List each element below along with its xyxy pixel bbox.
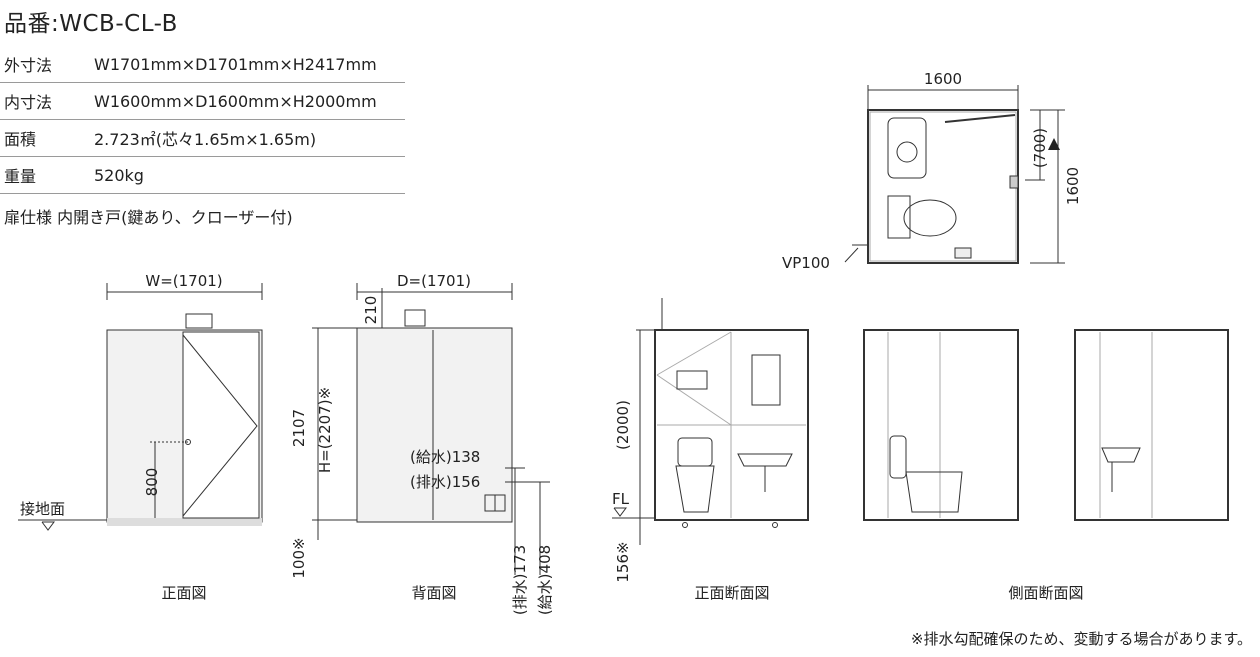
back-view: [312, 283, 550, 575]
spec-value: W1701mm×D1701mm×H2417mm: [94, 46, 405, 83]
plan-door: [944, 114, 1016, 123]
back-roof-fixture: [404, 309, 426, 327]
door-swing-mark: [182, 334, 258, 517]
mirror: [751, 354, 781, 406]
side-toilet-bowl: [905, 471, 963, 513]
back-depth-label: D=(1701): [397, 272, 471, 290]
spec-value: W1600mm×D1600mm×H2000mm: [94, 82, 405, 120]
door-spec: 扉仕様 内開き戸(鍵あり、クローザー付): [4, 208, 293, 227]
side-section-view: [863, 329, 1229, 521]
spec-row: 内寸法 W1600mm×D1600mm×H2000mm: [0, 82, 405, 120]
door-panel: [182, 331, 260, 519]
front-section-view: [612, 298, 809, 545]
fl-label: FL: [612, 490, 630, 508]
inner-2000-label: (2000): [614, 400, 632, 450]
base-156-label: 156※: [614, 541, 632, 582]
plan-width-label: 1600: [924, 70, 962, 88]
spec-table: 外寸法 W1701mm×D1701mm×H2417mm 内寸法 W1600mm×…: [0, 46, 405, 194]
spec-value: 520kg: [94, 156, 405, 194]
section-sink: [737, 453, 793, 467]
footnote: ※排水勾配確保のため、変動する場合があります。: [910, 630, 1252, 648]
door-knob: [185, 439, 191, 445]
spec-row: 面積 2.723㎡(芯々1.65m×1.65m): [0, 119, 405, 157]
plan-toilet-tank: [887, 195, 911, 239]
control-panel: [676, 370, 708, 390]
base-100-label: 100※: [290, 537, 308, 578]
front-caption: 正面図: [161, 584, 206, 602]
spec-row: 重量 520kg: [0, 156, 405, 194]
plan-toilet-bowl: [903, 199, 957, 237]
plan-outline: [867, 109, 1019, 264]
back-body: [356, 327, 513, 523]
spec-row: 外寸法 W1701mm×D1701mm×H2417mm: [0, 46, 405, 83]
spec-key: 重量: [0, 156, 94, 194]
spec-key: 面積: [0, 119, 94, 157]
plan-depth-label: 1600: [1064, 167, 1082, 205]
toilet-bowl: [675, 465, 715, 513]
roof-fixture: [185, 313, 213, 329]
front-section-caption: 正面断面図: [694, 584, 769, 602]
spec-value: 2.723㎡(芯々1.65m×1.65m): [94, 119, 405, 157]
side-section-a: [863, 329, 1019, 521]
side-section-caption: 側面断面図: [1008, 584, 1083, 602]
door-height-label: 800: [143, 468, 161, 497]
drain-173-label: (排水)173: [511, 545, 529, 615]
supply-408-label: (給水)408: [536, 545, 554, 615]
plan-sink: [887, 117, 927, 179]
drain-label: (排水)156: [410, 473, 480, 491]
plan-700-label: (700): [1031, 128, 1049, 168]
roof-210-label: 210: [362, 296, 380, 325]
side-sink: [1101, 447, 1141, 463]
plan-arrow-marker: [1048, 138, 1060, 150]
height-total-label: H=(2207)※: [316, 387, 334, 473]
front-view: [18, 283, 263, 531]
plan-view: [844, 85, 1065, 264]
ground-label: 接地面: [20, 500, 65, 518]
fl-mark: [613, 507, 627, 517]
front-width-label: W=(1701): [145, 272, 222, 290]
water-supply-label: (給水)138: [410, 448, 480, 466]
ground-mark: [41, 521, 55, 531]
vp100-label: VP100: [782, 254, 830, 272]
spec-key: 外寸法: [0, 46, 94, 83]
side-toilet-tank: [889, 435, 907, 479]
height-2107-label: 2107: [290, 409, 308, 447]
back-caption: 背面図: [411, 584, 456, 602]
spec-key: 内寸法: [0, 82, 94, 120]
product-number: 品番:WCB-CL-B: [4, 11, 178, 37]
